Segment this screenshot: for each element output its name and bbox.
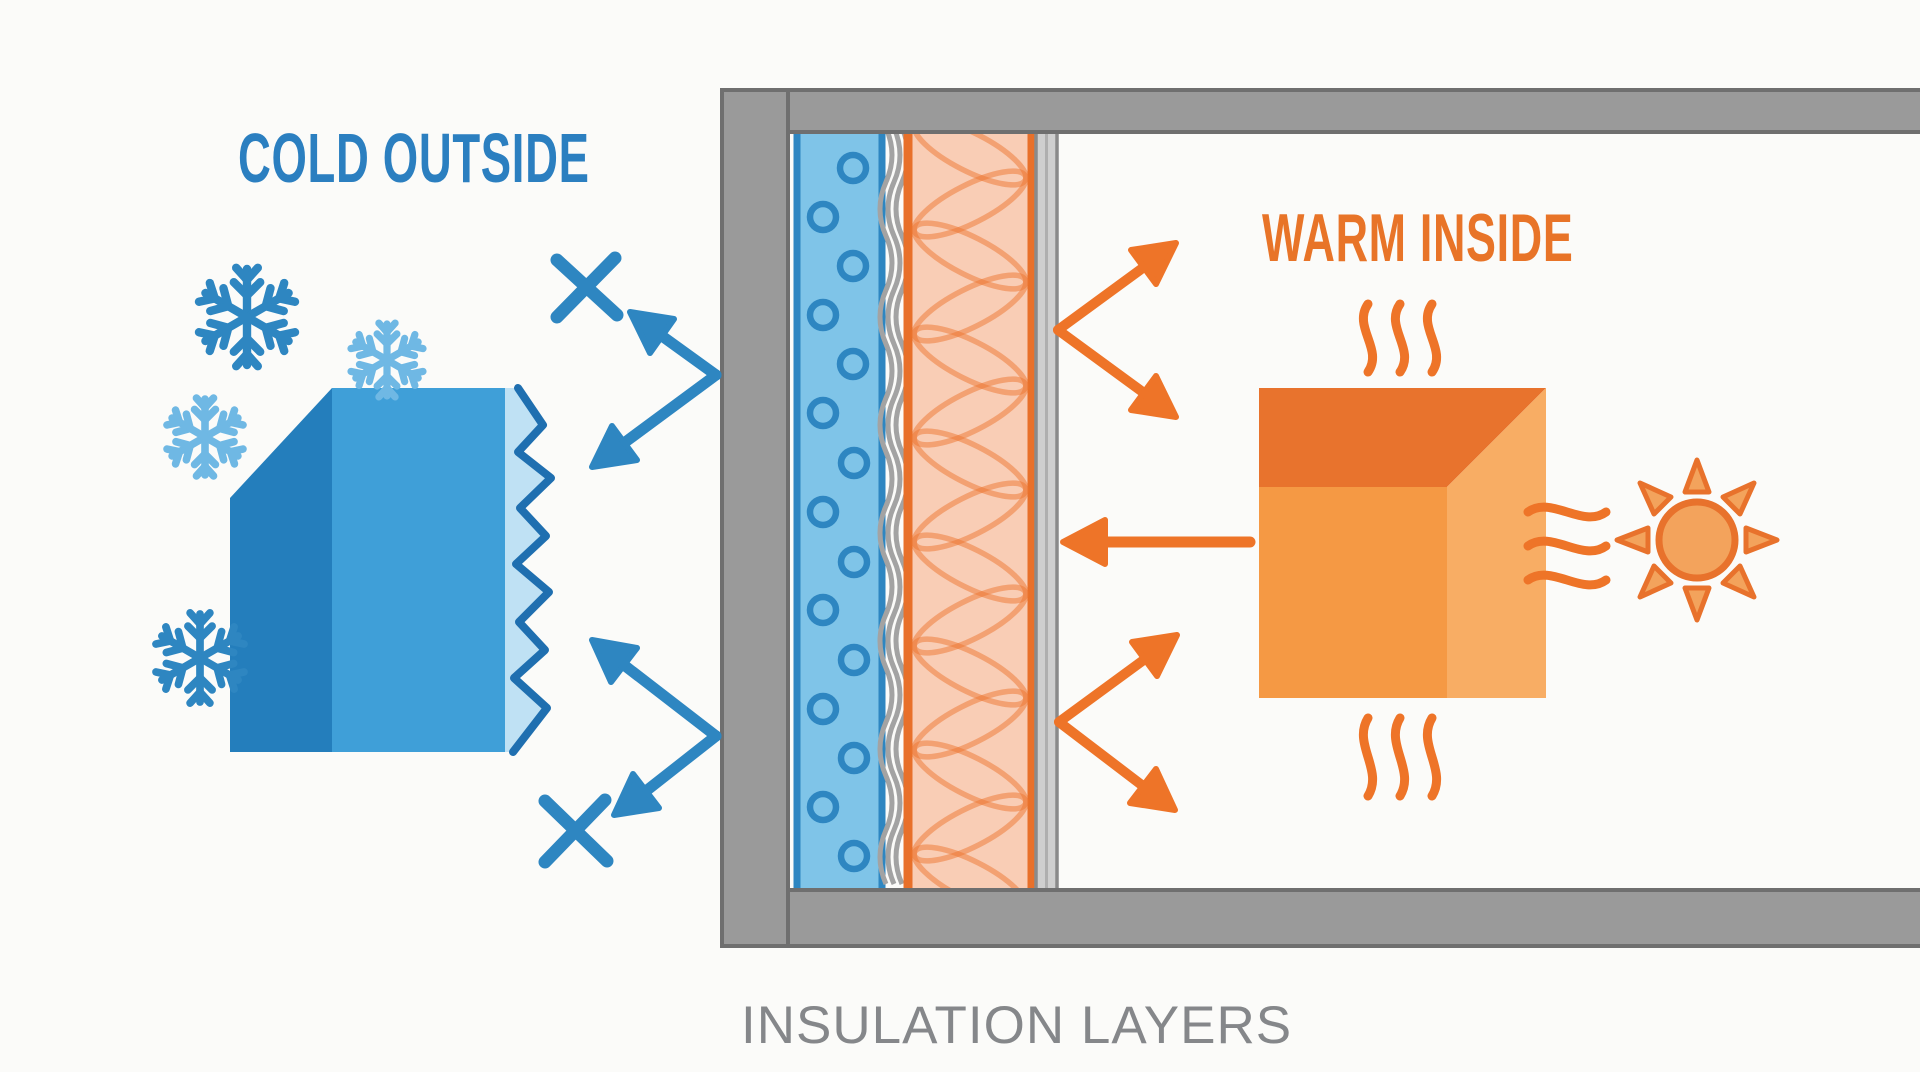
heat-wave-icon (1523, 502, 1611, 590)
wall-bottom-bar (720, 888, 1920, 948)
bounce-arrow-icon (589, 637, 722, 818)
wall-frame (720, 88, 1920, 948)
siding-holes (806, 151, 871, 873)
snowflake-icon (198, 268, 296, 366)
sun-icon (1614, 457, 1780, 623)
bounce-arrow-icon (1054, 632, 1180, 813)
heat-wave-icon (1358, 299, 1442, 377)
bounce-arrow-icon (1053, 240, 1179, 420)
straight-arrow-icon (1060, 517, 1256, 567)
wall-left-stud (720, 88, 790, 948)
x-mark-icon (550, 251, 624, 324)
siding-panel (793, 122, 886, 900)
x-mark-icon (538, 793, 614, 869)
warm-inside-label: WARM INSIDE (1262, 200, 1574, 276)
heat-wave-icon (1358, 713, 1442, 801)
bounce-arrow-icon (589, 309, 722, 470)
insulation-pattern (911, 127, 1029, 893)
drywall-panel (1034, 124, 1059, 898)
ice-block (230, 384, 555, 756)
ice-jagged-edge (509, 384, 555, 756)
wall-top-bar (720, 88, 1920, 134)
snowflake-icon (166, 398, 244, 476)
warm-block (1259, 388, 1546, 698)
cold-outside-label: COLD OUTSIDE (238, 119, 590, 197)
insulation-layers-caption: INSULATION LAYERS (741, 996, 1293, 1055)
snowflake-icon (350, 323, 424, 397)
sun-disc (1655, 498, 1739, 582)
insulation-batt (903, 119, 1037, 901)
